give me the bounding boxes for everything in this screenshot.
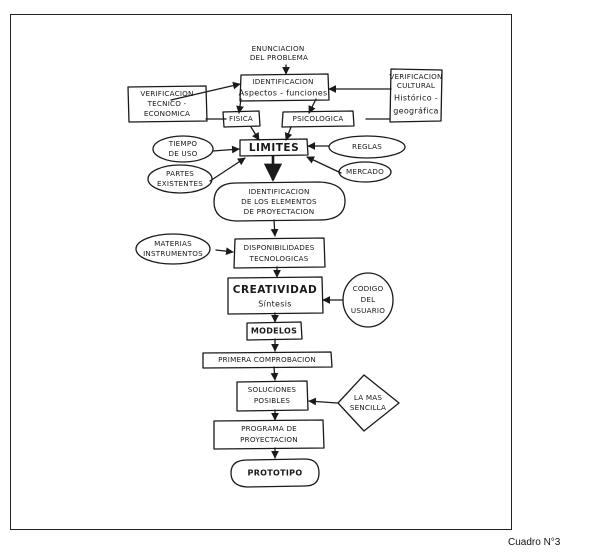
arrow-materias-disponibilidades xyxy=(215,247,234,256)
box-programa xyxy=(213,419,325,450)
oval-materias-instrumentos xyxy=(135,233,211,265)
box-modelos xyxy=(246,321,303,341)
codigo-line-2: DEL xyxy=(361,295,376,304)
arrow-mercado-limites xyxy=(306,156,342,174)
arrow-psicologica-limites xyxy=(284,126,293,141)
sencilla-line-1: LA MAS xyxy=(354,393,382,402)
box-disponibilidades xyxy=(233,237,326,269)
box-verif-cultural xyxy=(389,68,443,123)
sencilla-line-2: SENCILLA xyxy=(350,403,386,412)
elementos-line-2: DE LOS ELEMENTOS xyxy=(241,197,317,206)
creatividad-line-1: CREATIVIDAD xyxy=(233,284,317,296)
modelos-label: MODELOS xyxy=(251,327,297,336)
tiempo-line-1: TIEMPO xyxy=(168,139,198,148)
oval-partes-existentes xyxy=(147,164,213,194)
elementos-line-1: IDENTIFICACION xyxy=(248,187,309,196)
disponibilidades-line-2: TECNOLOGICAS xyxy=(249,254,309,263)
labels: ENUNCIACION DEL PROBLEMA IDENTIFICACION … xyxy=(140,44,442,478)
cultural-line-4: geográfica xyxy=(393,107,439,116)
primera-comprobacion-label: PRIMERA COMPROBACION xyxy=(218,355,316,364)
oval-reglas xyxy=(328,135,406,159)
codigo-line-3: USUARIO xyxy=(351,306,385,315)
oval-mercado xyxy=(338,161,392,183)
box-verif-tecnico xyxy=(127,85,208,123)
mercado-label: MERCADO xyxy=(346,167,384,176)
cultural-line-3: Histórico - xyxy=(394,93,438,103)
prototipo-label: PROTOTIPO xyxy=(248,469,303,478)
connectors xyxy=(170,64,392,459)
codigo-line-1: CODIGO xyxy=(353,284,384,293)
creatividad-line-2: Síntesis xyxy=(258,300,291,309)
partes-line-2: EXISTENTES xyxy=(157,179,203,188)
tiempo-line-2: DE USO xyxy=(168,149,197,158)
box-limites xyxy=(239,138,309,157)
oval-tiempo-uso xyxy=(152,135,214,163)
arrow-sencilla-soluciones xyxy=(308,397,338,406)
psicologica-label: PSICOLOGICA xyxy=(293,114,344,123)
materias-line-1: MATERIAS xyxy=(154,239,192,248)
tecnico-line-2: TECNICO - xyxy=(147,99,187,108)
box-creatividad xyxy=(227,276,324,315)
partes-line-1: PARTES xyxy=(166,169,194,178)
limites-label: LIMITES xyxy=(249,142,299,154)
arrow-tiempo-limites xyxy=(212,145,240,154)
enunciacion-line-2: DEL PROBLEMA xyxy=(250,53,308,62)
box-fisica xyxy=(222,110,261,128)
arrow-fisica-limites xyxy=(250,126,260,141)
tecnico-line-3: ECONOMICA xyxy=(144,109,190,118)
arrow-tecnico-identificacion xyxy=(170,81,241,101)
identificacion-line-2: Aspectos - funciones xyxy=(239,89,328,98)
soluciones-line-1: SOLUCIONES xyxy=(248,385,297,394)
elementos-line-3: DE PROYECTACION xyxy=(244,207,315,216)
box-psicologica xyxy=(281,110,355,128)
programa-line-1: PROGRAMA DE xyxy=(241,424,297,433)
identificacion-line-1: IDENTIFICACION xyxy=(252,77,313,86)
diagram-frame: ENUNCIACION DEL PROBLEMA IDENTIFICACION … xyxy=(10,14,512,530)
box-identificacion xyxy=(239,73,330,102)
rounded-prototipo xyxy=(230,458,320,488)
cultural-line-2: CULTURAL xyxy=(397,81,435,90)
reglas-label: REGLAS xyxy=(352,142,382,151)
flowchart: ENUNCIACION DEL PROBLEMA IDENTIFICACION … xyxy=(127,44,443,488)
disponibilidades-line-1: DISPONIBILIDADES xyxy=(243,243,314,252)
tecnico-line-1: VERIFICACION xyxy=(140,89,193,98)
box-primera-comprobacion xyxy=(202,351,333,369)
arrow-comprobacion-soluciones xyxy=(270,366,279,381)
cultural-line-1: VERIFICACION xyxy=(389,72,442,81)
soluciones-line-2: POSIBLES xyxy=(254,396,291,405)
rounded-identificacion-elementos xyxy=(213,181,346,222)
materias-line-2: INSTRUMENTOS xyxy=(143,249,203,258)
arrow-identificacion-psicologica xyxy=(308,98,317,114)
programa-line-2: PROYECTACION xyxy=(240,435,298,444)
oval-codigo-usuario xyxy=(342,272,394,328)
shapes xyxy=(127,68,443,488)
figure-caption: Cuadro N°3 xyxy=(508,537,561,548)
enunciacion-line-1: ENUNCIACION xyxy=(252,44,305,53)
fisica-label: FISICA xyxy=(229,114,253,123)
box-soluciones xyxy=(236,380,309,412)
arrow-partes-limites xyxy=(209,157,246,182)
diamond-la-mas-sencilla xyxy=(337,374,400,432)
arrow-elementos-disponibilidades xyxy=(270,219,279,237)
